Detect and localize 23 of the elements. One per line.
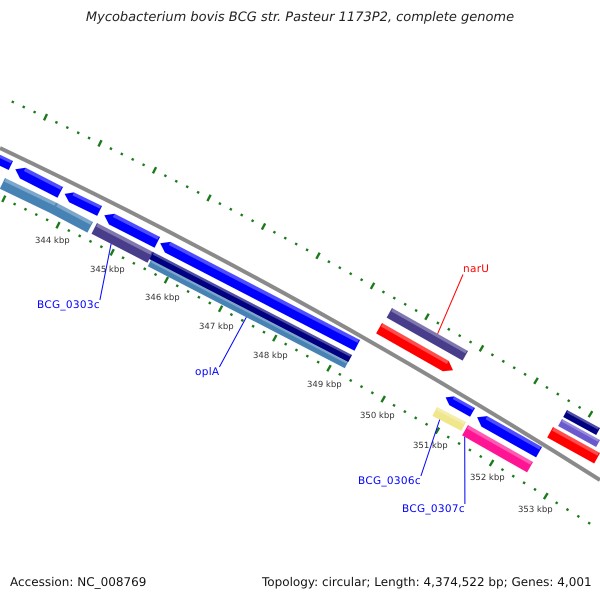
- footer-text: Topology: circular; Length: 4,374,522 bp; Genes: 4,001: [262, 576, 592, 588]
- gene-bar: [92, 223, 153, 263]
- tick-label: 350 kbp: [360, 412, 395, 420]
- leader-line: [437, 274, 464, 334]
- title: Mycobacterium bovis BCG str. Pasteur 1173P2, complete genome: [84, 11, 516, 24]
- gene-label: narU: [463, 264, 490, 274]
- tick-label: 353 kbp: [518, 506, 553, 514]
- tick-label: 351 kbp: [413, 442, 448, 450]
- gene-label: BCG_0306c: [358, 476, 421, 486]
- tick-label: 345 kbp: [90, 266, 125, 274]
- tick-label: 347 kbp: [199, 323, 234, 332]
- gene-label: BCG_0307c: [402, 504, 465, 514]
- tick-label: 348 kbp: [253, 352, 288, 360]
- gene-bar: [386, 308, 468, 361]
- gene-label: BCG_0303c: [37, 300, 100, 310]
- leader-line: [420, 419, 440, 476]
- tick-label: 346 kbp: [145, 294, 180, 302]
- footer-text: Accession: NC_008769: [10, 576, 146, 588]
- leader-line: [99, 243, 112, 300]
- leader-line: [218, 316, 247, 368]
- gene-bar: [432, 407, 466, 431]
- gene-bar: [462, 425, 533, 472]
- gene-label: oplA: [195, 367, 220, 378]
